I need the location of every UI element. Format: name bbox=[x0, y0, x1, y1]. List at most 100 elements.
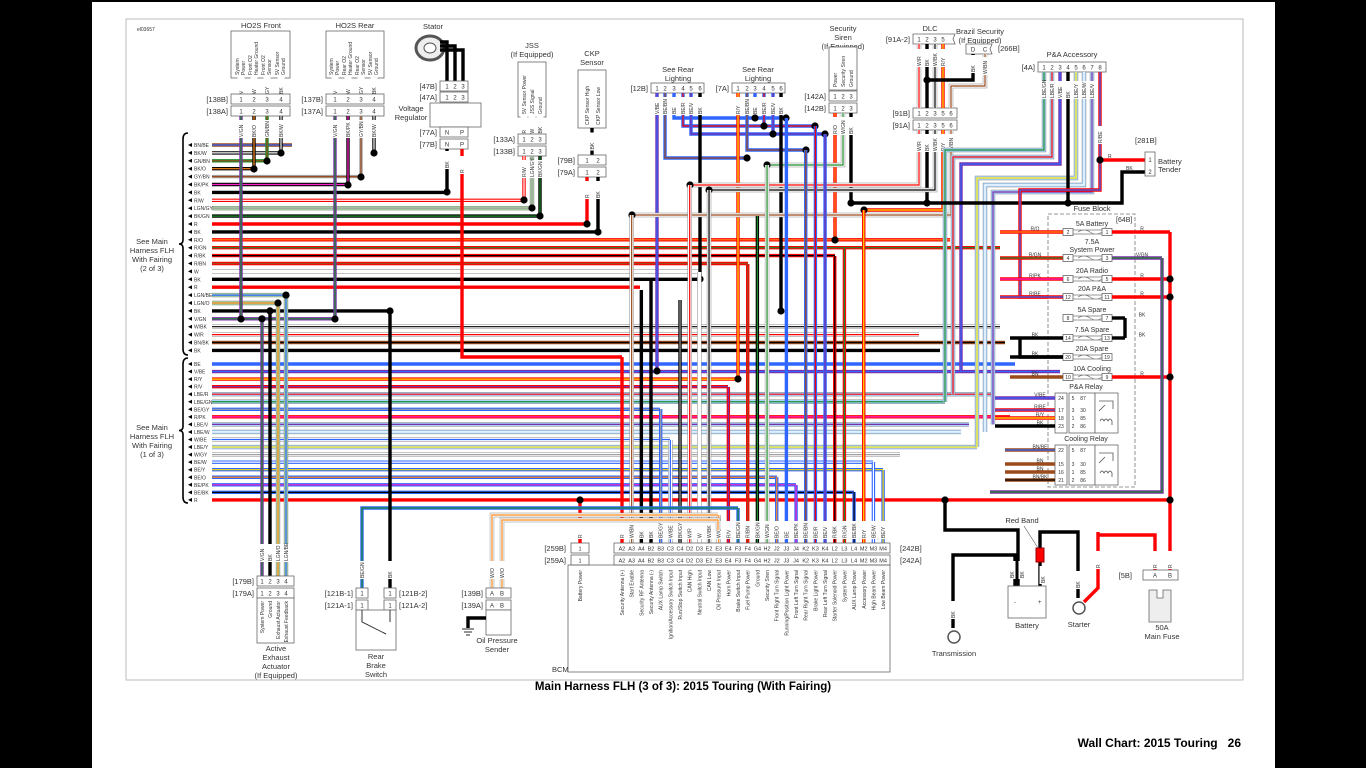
wire-label-bg bbox=[850, 521, 858, 539]
battery-tender-connector bbox=[1144, 151, 1156, 177]
wire-color-label: R/BE bbox=[1098, 131, 1104, 143]
diagram-caption: Main Harness FLH (3 of 3): 2015 Touring … bbox=[534, 681, 832, 693]
main-fuse-title: Main Fuse bbox=[1144, 632, 1179, 641]
connector-ref: [79B] bbox=[557, 156, 575, 165]
fuse-icon bbox=[1073, 229, 1103, 235]
wire-arrow-icon bbox=[188, 182, 192, 187]
connector-ref: [137B] bbox=[301, 95, 323, 104]
wire-label-bg bbox=[576, 521, 584, 539]
wire-label-bg bbox=[1094, 551, 1102, 569]
rear-lighting-7a-title: Lighting bbox=[745, 74, 771, 83]
pin-number: 3 bbox=[538, 150, 542, 156]
pin-number: 6 bbox=[1067, 277, 1070, 283]
harness-wire-label: LGN/O bbox=[194, 301, 210, 307]
pin-function-label: Sensor bbox=[361, 59, 367, 75]
fuse-block-title: Fuse Block bbox=[1073, 204, 1110, 213]
wire-color-label: BE bbox=[672, 107, 678, 114]
wire-color-label: LBE/GN bbox=[1042, 79, 1048, 98]
ground-bus-wire bbox=[851, 170, 1145, 205]
harness-wire-label: BE/BK bbox=[194, 490, 209, 496]
splice-dot bbox=[277, 149, 285, 157]
harness-wire-label: BK/PK bbox=[194, 183, 209, 189]
wire-color-label: BN/BK bbox=[1032, 475, 1048, 481]
pin-number: 3 bbox=[276, 580, 280, 586]
wire-label-bg bbox=[458, 156, 466, 174]
pin-number: 5 bbox=[1072, 448, 1075, 454]
wire-label-bg bbox=[760, 97, 768, 115]
pin-number: 2 bbox=[841, 95, 845, 101]
wire-color-label: BK bbox=[1032, 352, 1039, 358]
bcm-pin-function: Front Left Turn Signal bbox=[794, 570, 800, 618]
wire-label-bg bbox=[751, 97, 759, 115]
splice-dot bbox=[1166, 293, 1174, 301]
wire-color-label: BK bbox=[388, 571, 394, 578]
pin-function-label: System bbox=[235, 58, 241, 75]
wire-arrow-icon bbox=[188, 437, 192, 442]
red-band-label: Red Band bbox=[1005, 516, 1038, 525]
wire-color-label: LBE/R bbox=[1050, 83, 1056, 98]
harness-wire-label: BE/O bbox=[194, 475, 206, 481]
bcm-pin-function: Security Siren bbox=[765, 570, 771, 601]
transmission-ground-icon bbox=[947, 630, 961, 644]
wire-color-label: W/O bbox=[500, 568, 506, 578]
wire-color-label: BK bbox=[1010, 571, 1016, 578]
bcm-pin-function: Battery Power bbox=[578, 570, 584, 602]
pa-accessory-wire bbox=[982, 72, 1087, 432]
bcm-pin-number: C3 bbox=[667, 559, 674, 565]
pin-number: 5 bbox=[1074, 66, 1078, 72]
bcm-pin-number: A3 bbox=[628, 559, 635, 565]
wire-label-bg bbox=[1040, 81, 1048, 99]
bcm-pin-function: AUX Lamp Power bbox=[852, 570, 858, 610]
pin-number: 5 bbox=[941, 112, 945, 118]
splice-dot bbox=[250, 165, 258, 173]
wire-arrow-icon bbox=[188, 414, 192, 419]
wire-label-bg bbox=[687, 97, 695, 115]
wire-label-bg bbox=[1048, 81, 1056, 99]
pin-number: 7 bbox=[1106, 316, 1109, 322]
wire-arrow-icon bbox=[188, 460, 192, 465]
fuse-icon bbox=[1073, 294, 1103, 300]
harness-wire-label: BE/Y bbox=[194, 468, 206, 474]
wire-color-label: R bbox=[1140, 227, 1144, 233]
wire-stripe bbox=[864, 130, 944, 211]
wire-color-label: R/GN bbox=[1029, 253, 1042, 259]
wire-color-label: BE/Y bbox=[881, 526, 887, 538]
regulator-connector bbox=[439, 126, 469, 138]
rear-lighting-12b-connector bbox=[650, 82, 705, 94]
pin-number: 1 bbox=[833, 95, 837, 101]
relay-name: Cooling Relay bbox=[1064, 436, 1108, 443]
ckp-connector bbox=[577, 154, 607, 166]
harness-wire-label: R bbox=[194, 498, 198, 504]
splice-dot bbox=[357, 173, 365, 181]
wire-label-bg bbox=[915, 134, 923, 152]
pin-number: 1 bbox=[585, 171, 589, 177]
pin-number: A bbox=[490, 592, 494, 598]
harness-wire-label: R bbox=[194, 285, 198, 291]
wire-label-bg bbox=[792, 521, 800, 539]
rear-brake-switch-title: Brake bbox=[366, 661, 386, 670]
brazil-security-title: Brazil Security bbox=[956, 27, 1004, 36]
bcm-pin-function: Ground bbox=[755, 570, 761, 587]
wire-color-label: BE/V bbox=[689, 102, 695, 114]
stator-core-icon bbox=[423, 42, 437, 54]
ckp-title: CKP bbox=[584, 49, 599, 58]
pin-number: C bbox=[983, 48, 988, 54]
wire-label-bg bbox=[277, 120, 285, 138]
bcm-pin-number: E4 bbox=[725, 547, 732, 553]
page-number: 26 bbox=[1227, 736, 1241, 750]
pin-number: 5 bbox=[941, 38, 945, 44]
wire-color-label: GY bbox=[265, 86, 271, 94]
rear-lighting-12b-title: Lighting bbox=[665, 74, 691, 83]
splice-dot bbox=[536, 212, 544, 220]
footer-label: Wall Chart: 2015 Touring bbox=[1077, 736, 1218, 750]
wire-arrow-icon bbox=[188, 482, 192, 487]
ckp-box bbox=[577, 69, 607, 129]
connector-ref: [7A] bbox=[716, 84, 729, 93]
harness-wire-label: V/GN bbox=[194, 317, 207, 323]
wire-color-label: V bbox=[333, 90, 339, 94]
harness-reference-label: Harness FLH bbox=[130, 432, 174, 441]
bcm-pin-function: High Beam Power bbox=[871, 570, 877, 611]
wire-color-label: R bbox=[585, 194, 591, 198]
fuse-name: 20A Spare bbox=[1076, 346, 1109, 353]
wire-label-bg bbox=[358, 561, 366, 579]
